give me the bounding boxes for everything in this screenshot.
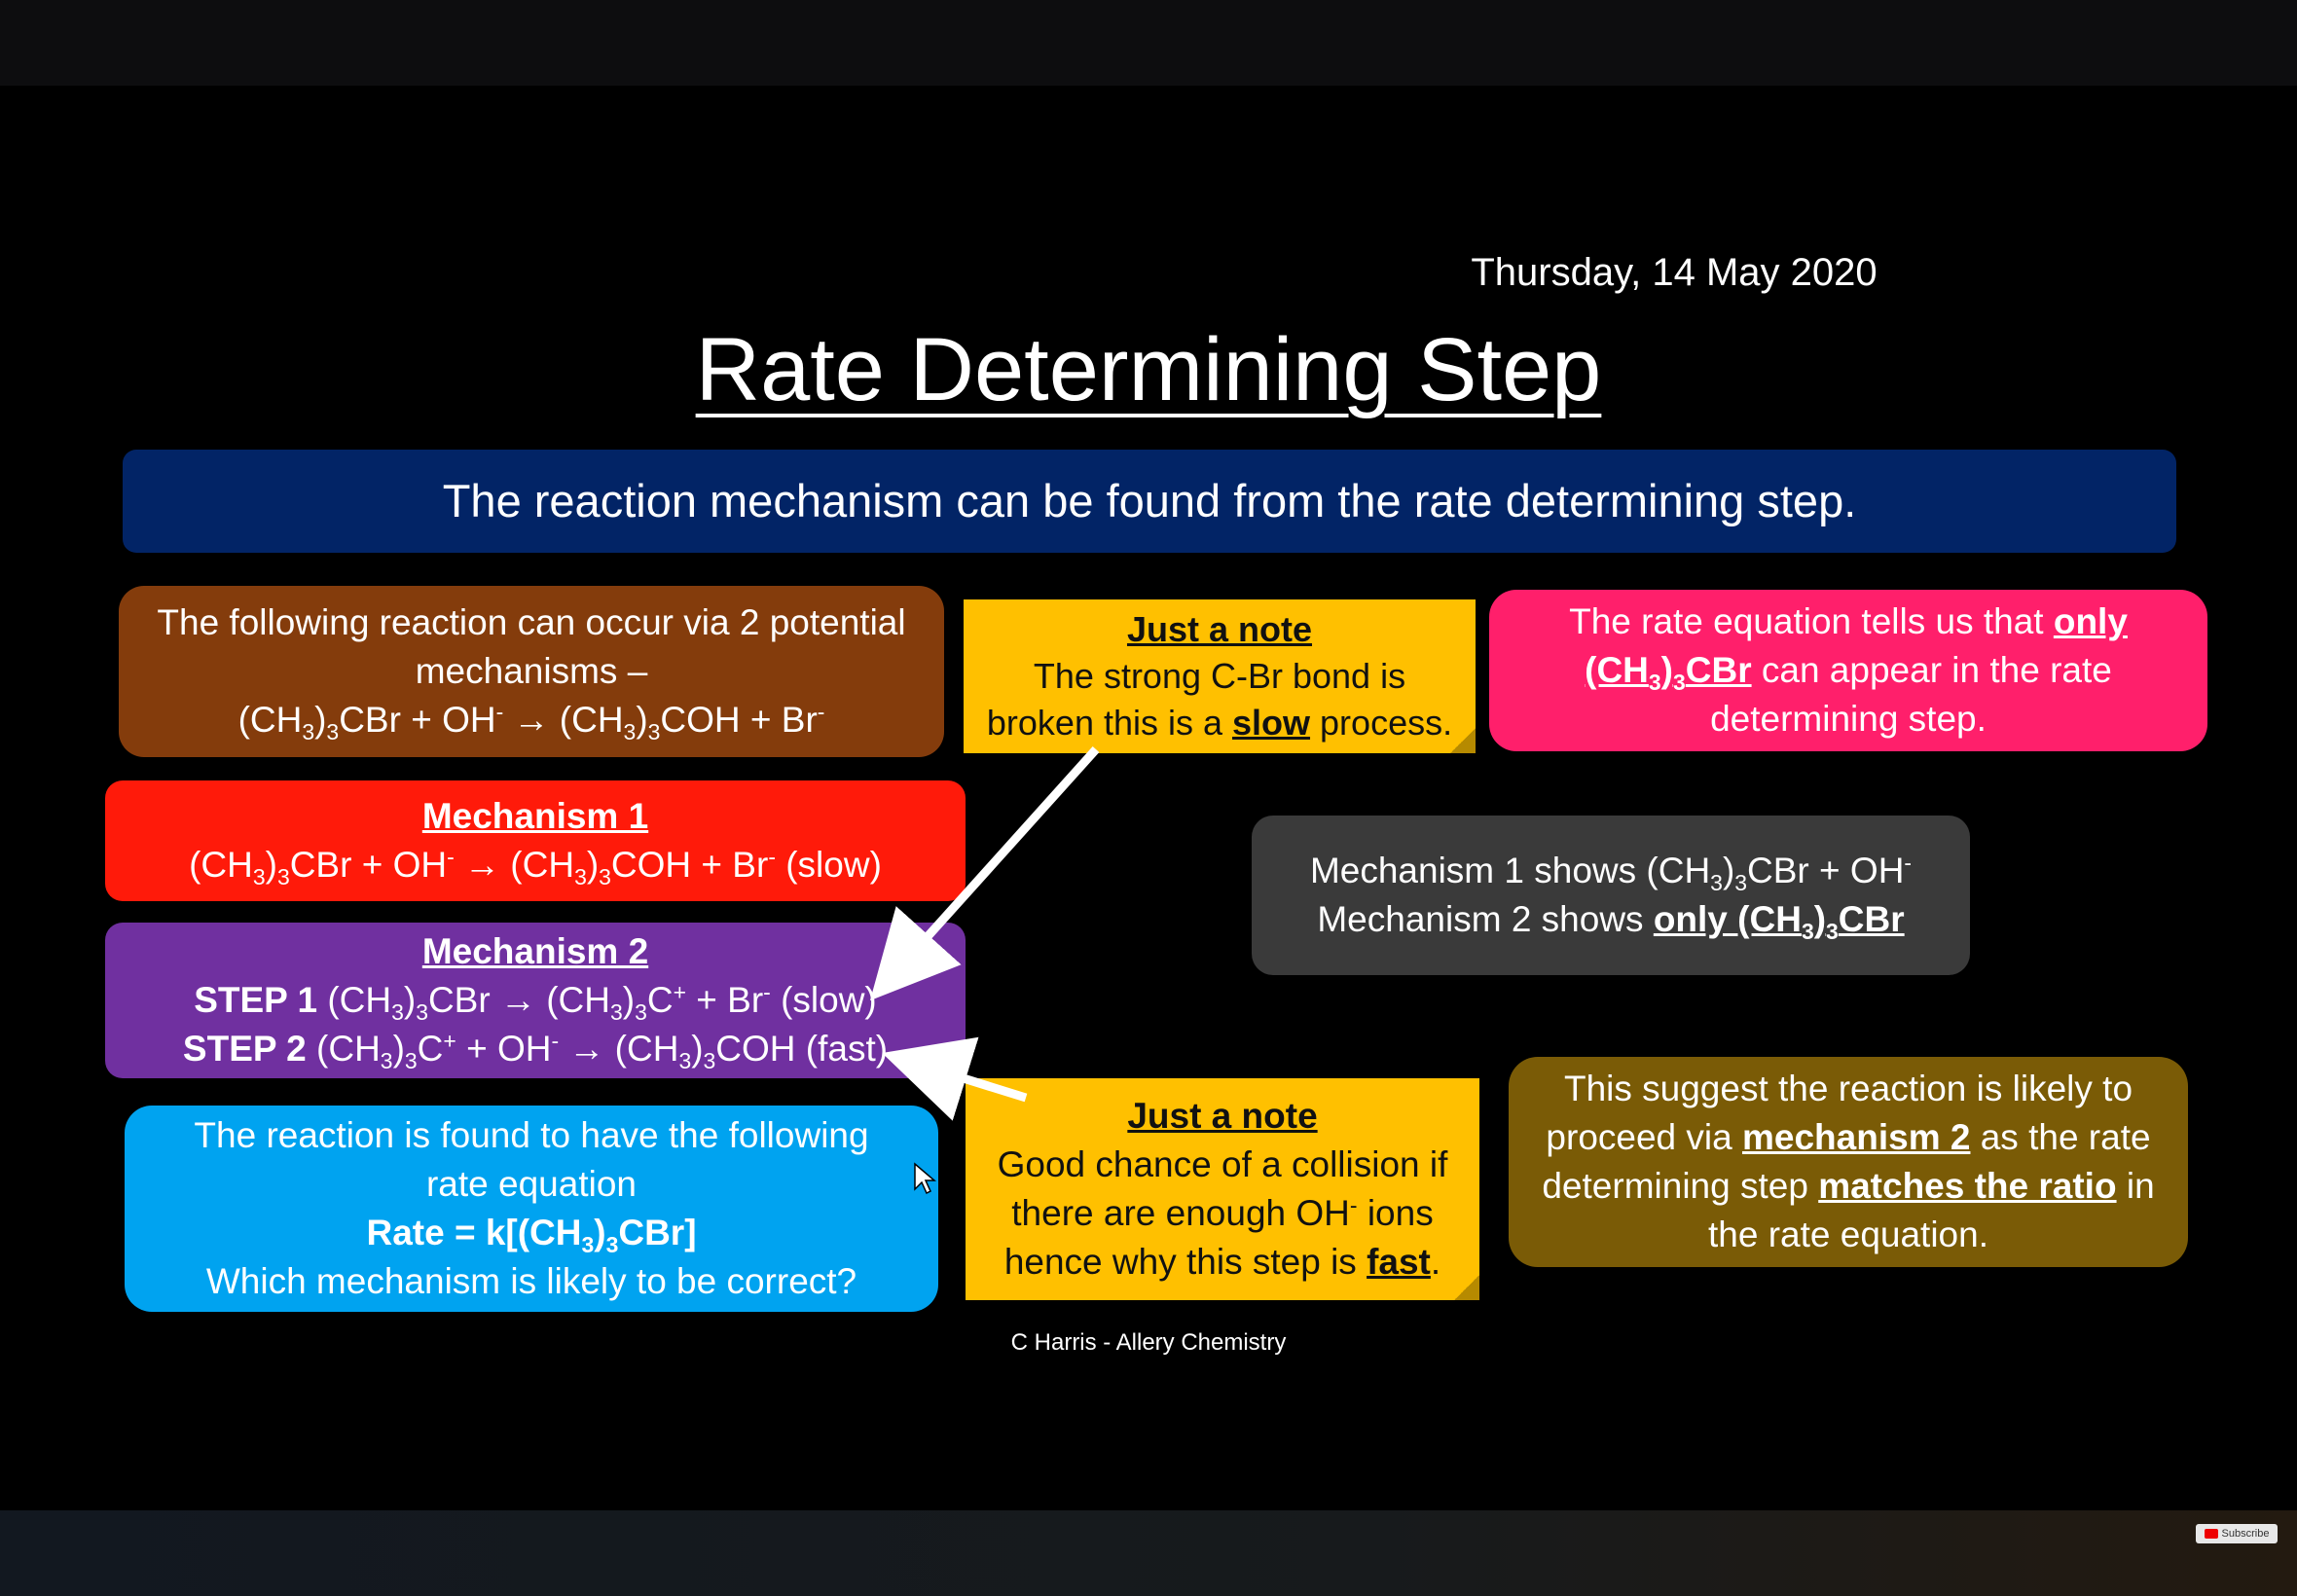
subscribe-button[interactable]: Subscribe — [2196, 1524, 2278, 1543]
comparison-box: Mechanism 1 shows (CH3)3CBr + OH- Mechan… — [1252, 816, 1970, 975]
comparison-line-1: Mechanism 1 shows (CH3)3CBr + OH- — [1309, 850, 1913, 896]
intro-line-2: mechanisms – — [415, 651, 648, 691]
conclusion-line-3: determining step matches the ratio in — [1542, 1166, 2155, 1206]
note-2-line-1: Good chance of a collision if — [997, 1144, 1448, 1184]
mechanism-1-equation: (CH3)3CBr + OH- → (CH3)3COH + Br- (slow) — [189, 844, 882, 890]
arrow-note1-to-step1 — [869, 745, 1100, 1001]
conclusion-line-2: proceed via mechanism 2 as the rate — [1546, 1117, 2151, 1157]
comparison-line-2: Mechanism 2 shows only (CH3)3CBr — [1317, 899, 1905, 945]
banner-text: The reaction mechanism can be found from… — [442, 475, 1857, 526]
mechanism-2-box: Mechanism 2 STEP 1 (CH3)3CBr → (CH3)3C+ … — [105, 923, 966, 1078]
mechanism-1-heading: Mechanism 1 — [421, 796, 649, 836]
intro-box: The following reaction can occur via 2 p… — [119, 586, 944, 757]
rate-box-question: Which mechanism is likely to be correct? — [205, 1261, 857, 1301]
slide-credit: C Harris - Allery Chemistry — [1010, 1329, 1287, 1356]
mechanism-1-box: Mechanism 1 (CH3)3CBr + OH- → (CH3)3COH … — [105, 780, 966, 901]
pink-line-3: determining step. — [1710, 699, 1987, 739]
note-2-line-2: there are enough OH- ions — [1011, 1192, 1434, 1233]
rate-equation-box: The reaction is found to have the follow… — [125, 1106, 938, 1312]
rate-box-line-2: rate equation — [425, 1164, 637, 1204]
rate-equation-explanation-box: The rate equation tells us that only (CH… — [1489, 590, 2207, 751]
note-1-heading: Just a note — [1126, 609, 1313, 649]
video-top-bar — [0, 0, 2297, 86]
note-2-line-3: hence why this step is fast. — [1003, 1242, 1441, 1282]
rate-box-line-1: The reaction is found to have the follow… — [194, 1115, 869, 1155]
video-bottom-bar — [0, 1510, 2297, 1596]
mechanism-2-step-1: STEP 1 (CH3)3CBr → (CH3)3C+ + Br- (slow) — [194, 979, 877, 1026]
note-slow-step: Just a note The strong C-Br bond is brok… — [964, 599, 1476, 753]
mechanism-2-heading: Mechanism 2 — [421, 931, 649, 971]
mechanism-2-step-2: STEP 2 (CH3)3C+ + OH- → (CH3)3COH (fast) — [182, 1028, 889, 1074]
slide-title: Rate Determining Step — [695, 320, 1602, 419]
mechanism-banner: The reaction mechanism can be found from… — [123, 450, 2176, 553]
subscribe-label: Subscribe — [2221, 1528, 2270, 1540]
note-1-line-2: broken this is a slow process. — [986, 703, 1453, 743]
note-2-heading: Just a note — [1127, 1096, 1318, 1136]
note-1-line-1: The strong C-Br bond is — [1033, 656, 1406, 696]
pink-line-1: The rate equation tells us that only — [1569, 601, 2128, 641]
conclusion-box: This suggest the reaction is likely to p… — [1509, 1057, 2188, 1267]
arrow-note2-to-step2 — [882, 1036, 1028, 1121]
conclusion-line-4: the rate equation. — [1708, 1215, 1988, 1254]
conclusion-line-1: This suggest the reaction is likely to — [1563, 1069, 2133, 1108]
intro-line-1: The following reaction can occur via 2 p… — [157, 602, 906, 642]
rate-equation: Rate = k[(CH3)3CBr] — [366, 1213, 697, 1258]
youtube-icon — [2204, 1529, 2218, 1539]
intro-equation: (CH3)3CBr + OH- → (CH3)3COH + Br- — [237, 699, 825, 745]
slide-date: Thursday, 14 May 2020 — [1471, 251, 1878, 294]
pink-line-2: (CH3)3CBr can appear in the rate — [1585, 650, 2112, 696]
mouse-cursor-icon — [914, 1162, 936, 1195]
note-fast-step: Just a note Good chance of a collision i… — [966, 1078, 1479, 1300]
